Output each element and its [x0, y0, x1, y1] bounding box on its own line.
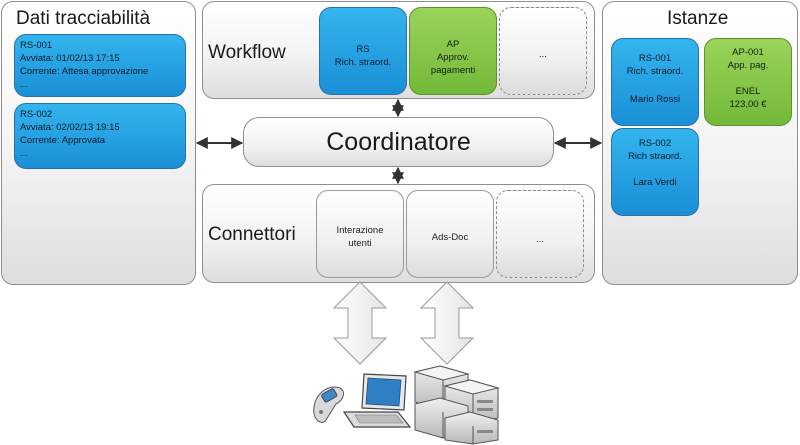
instances-title: Istanze [667, 8, 729, 29]
tracking-card-id: RS-002 [20, 109, 53, 120]
workflow-item-more[interactable]: ... [499, 7, 587, 95]
workflow-item-rs[interactable]: RS Rich. straord. [319, 7, 407, 95]
connector-item-user-interaction[interactable]: Interazione utenti [316, 190, 404, 278]
workflow-item-ellipsis: ... [539, 49, 547, 60]
instance-card-id: RS-002 [638, 138, 672, 149]
connectors-panel: Connettori Interazione utenti Ads-Doc ..… [202, 184, 595, 283]
connector-item-ellipsis: ... [536, 234, 544, 245]
tracking-card-started: Avviata: 02/02/13 19:15 [20, 122, 120, 133]
user-interaction-io-arrow [332, 281, 388, 365]
instance-card-rs-001[interactable]: RS-001 Rich. straord. Mario Rossi [611, 38, 699, 126]
tracking-data-panel: Dati tracciabilità RS-001 Avviata: 01/02… [1, 1, 196, 285]
instance-card-type: Rich straord. [628, 151, 682, 162]
workflow-title: Workflow [208, 42, 286, 63]
laptop-icon [342, 373, 412, 428]
tracking-data-title: Dati tracciabilità [16, 8, 151, 29]
workflow-item-code: AP [446, 39, 460, 50]
instance-card-id: AP-001 [732, 47, 764, 58]
server-rack-icon [413, 365, 500, 445]
coordinator-box[interactable]: Coordinatore [243, 117, 554, 167]
workflow-item-desc: Rich. straord. [334, 57, 392, 68]
instance-card-type: App. pag. [727, 60, 769, 71]
connector-item-label: utenti [348, 238, 372, 249]
instance-card-vendor: ENEL [735, 86, 761, 97]
workflow-item-ap[interactable]: AP Approv. pagamenti [409, 7, 497, 95]
workflow-panel: Workflow RS Rich. straord. AP Approv. pa… [202, 1, 595, 99]
tracking-card-more: ... [20, 148, 28, 159]
workflow-item-desc: pagamenti [430, 65, 476, 76]
workflow-item-code: RS [356, 44, 370, 55]
instance-card-amount: 123,00 € [729, 99, 767, 110]
instance-card-type: Rich. straord. [626, 66, 684, 77]
tracking-card-rs-002[interactable]: RS-002 Avviata: 02/02/13 19:15 Corrente:… [14, 103, 186, 169]
workflow-item-desc: Approv. [436, 52, 470, 63]
coordinator-label: Coordinatore [326, 127, 471, 156]
instance-card-owner: Mario Rossi [629, 94, 681, 105]
tracking-card-started: Avviata: 01/02/13 17:15 [20, 53, 120, 64]
tracking-card-current: Corrente: Approvata [20, 135, 106, 146]
instance-card-id: RS-001 [638, 53, 672, 64]
connector-item-label: Ads-Doc [431, 232, 469, 243]
tracking-card-id: RS-001 [20, 40, 53, 51]
tracking-card-more: ... [20, 79, 28, 90]
connectors-title: Connettori [208, 224, 296, 245]
instance-card-rs-002[interactable]: RS-002 Rich straord. Lara Verdi [611, 128, 699, 216]
ads-doc-io-arrow [419, 281, 475, 365]
tracking-card-current: Corrente: Attesa approvazione [20, 66, 149, 77]
instances-panel: Istanze RS-001 Rich. straord. Mario Ross… [602, 1, 798, 285]
connector-item-more[interactable]: ... [496, 190, 584, 278]
connector-item-ads-doc[interactable]: Ads-Doc [406, 190, 494, 278]
instance-card-ap-001[interactable]: AP-001 App. pag. ENEL 123,00 € [704, 38, 792, 126]
connector-item-label: Interazione [336, 225, 384, 236]
phone-icon [313, 386, 344, 423]
tracking-card-rs-001[interactable]: RS-001 Avviata: 01/02/13 17:15 Corrente:… [14, 34, 186, 97]
instance-card-owner: Lara Verdi [633, 177, 677, 188]
